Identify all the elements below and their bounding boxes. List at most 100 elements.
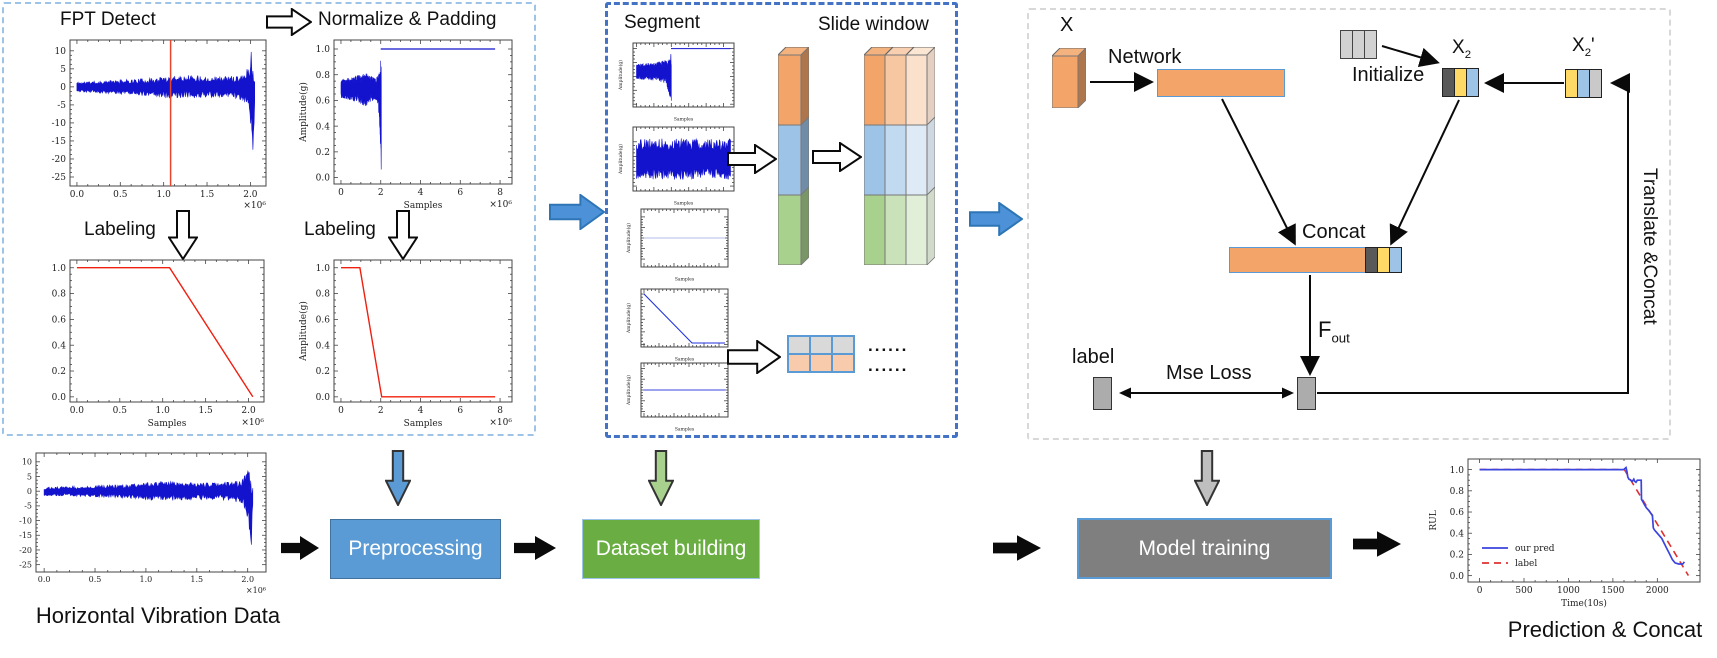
- svg-text:6: 6: [457, 188, 463, 198]
- svg-text:0.8: 0.8: [316, 71, 331, 81]
- label-text: label: [1072, 346, 1115, 368]
- svg-text:1.5: 1.5: [190, 575, 203, 584]
- svg-text:0.4: 0.4: [52, 341, 67, 351]
- svg-text:6: 6: [457, 406, 463, 416]
- segment-plot-5: Amplitude(g)Samples: [624, 358, 734, 437]
- arrow-labeling-left-icon: [167, 210, 199, 261]
- svg-text:0: 0: [338, 406, 344, 416]
- svg-text:0.6: 0.6: [1450, 508, 1465, 518]
- horizontal-vibration-title: Horizontal Vibration Data: [35, 603, 281, 628]
- arrow-preprocessing-to-dataset-icon: [514, 533, 556, 563]
- svg-text:-15: -15: [52, 137, 67, 147]
- preprocessing-box: Preprocessing: [330, 519, 501, 579]
- sample-grid: [787, 335, 855, 373]
- vector-cell: [1466, 68, 1479, 97]
- svg-text:×10⁶: ×10⁶: [241, 418, 264, 428]
- svg-text:×10⁶: ×10⁶: [246, 586, 266, 595]
- svg-text:2.0: 2.0: [241, 406, 256, 416]
- svg-text:0.0: 0.0: [316, 174, 331, 184]
- svg-text:1.5: 1.5: [198, 406, 213, 416]
- x2-vector: [1442, 68, 1479, 97]
- svg-text:0.0: 0.0: [70, 406, 85, 416]
- svg-text:label: label: [1515, 559, 1537, 569]
- grid-cell: [809, 353, 833, 373]
- svg-text:0.5: 0.5: [113, 190, 128, 200]
- svg-text:0.4: 0.4: [316, 341, 331, 351]
- arrow-labeling-right-icon: [387, 210, 419, 261]
- arrow-dataset-to-model-icon: [969, 201, 1024, 237]
- network-output-bar: [1157, 69, 1285, 97]
- svg-text:2.0: 2.0: [243, 190, 258, 200]
- svg-text:1000: 1000: [1557, 586, 1580, 596]
- arrow-column-to-slide-icon: [812, 141, 863, 173]
- segment-stack-column: [776, 46, 811, 270]
- svg-text:0.0: 0.0: [70, 190, 85, 200]
- prediction-concat-title: Prediction & Concat: [1507, 617, 1703, 642]
- svg-text:Samples: Samples: [148, 419, 187, 429]
- svg-text:Samples: Samples: [675, 357, 695, 363]
- svg-text:Samples: Samples: [404, 201, 443, 211]
- grid-cell: [787, 335, 811, 355]
- svg-text:0.2: 0.2: [316, 367, 330, 377]
- translate-concat-label: Translate &Concat: [1639, 168, 1660, 325]
- svg-text:4: 4: [418, 406, 424, 416]
- svg-text:0.6: 0.6: [316, 97, 331, 107]
- svg-text:0.2: 0.2: [52, 367, 66, 377]
- svg-text:×10⁶: ×10⁶: [489, 418, 512, 428]
- ellipsis-row-2: ......: [868, 356, 909, 375]
- svg-text:1.0: 1.0: [156, 190, 171, 200]
- svg-text:8: 8: [497, 188, 503, 198]
- svg-text:Amplitude(g): Amplitude(g): [298, 82, 309, 143]
- arrow-fpt-to-normalize-icon: [266, 7, 313, 37]
- preprocessing-panel: [2, 2, 536, 436]
- svg-text:5: 5: [27, 472, 32, 481]
- svg-text:0: 0: [1477, 586, 1483, 596]
- svg-text:-5: -5: [57, 101, 66, 111]
- grid-cell: [809, 335, 833, 355]
- svg-text:0.0: 0.0: [1450, 572, 1465, 582]
- svg-text:10: 10: [22, 458, 32, 467]
- svg-text:1.0: 1.0: [1450, 466, 1465, 476]
- svg-text:×10⁶: ×10⁶: [243, 201, 266, 211]
- svg-text:2: 2: [378, 188, 384, 198]
- x2-label: X2: [1452, 37, 1472, 61]
- concat-main-block: [1229, 247, 1366, 273]
- ellipsis-row-1: ......: [868, 336, 909, 355]
- model-training-box-label: Model training: [1138, 536, 1271, 560]
- fpt-detect-title: FPT Detect: [60, 9, 156, 30]
- arrow-panel-to-training-icon: [1193, 450, 1221, 508]
- normalize-padding-title: Normalize & Padding: [318, 9, 497, 30]
- svg-text:-25: -25: [19, 560, 32, 569]
- svg-text:0.5: 0.5: [89, 575, 102, 584]
- labeling-title-left: Labeling: [84, 219, 156, 240]
- svg-text:Amplitude(g): Amplitude(g): [625, 303, 632, 334]
- arrow-hv-to-preprocessing-icon: [281, 533, 319, 563]
- segment-title: Segment: [624, 12, 701, 33]
- concat-label: Concat: [1302, 221, 1366, 243]
- svg-text:8: 8: [497, 406, 503, 416]
- svg-text:0.8: 0.8: [1450, 487, 1465, 497]
- svg-text:1.0: 1.0: [140, 575, 153, 584]
- svg-text:0.0: 0.0: [316, 393, 331, 403]
- initialize-label: Initialize: [1352, 64, 1425, 86]
- svg-text:RUL: RUL: [1429, 510, 1439, 530]
- arrow-preprocess-to-dataset-icon: [549, 193, 606, 231]
- svg-text:Samples: Samples: [675, 277, 695, 283]
- svg-text:0.6: 0.6: [52, 316, 67, 326]
- svg-text:Samples: Samples: [404, 419, 443, 429]
- vector-cell: [1389, 247, 1402, 273]
- arrow-plots-to-grid-icon: [727, 339, 782, 375]
- dataset-building-box-label: Dataset building: [595, 537, 747, 560]
- svg-text:Samples: Samples: [674, 117, 694, 123]
- svg-text:-25: -25: [52, 173, 67, 183]
- x2-prime-vector: [1565, 69, 1602, 98]
- svg-text:0.2: 0.2: [1450, 551, 1464, 561]
- segment-plot-4: Amplitude(g) Samples: [624, 284, 734, 367]
- x-input-block: [1050, 47, 1088, 113]
- arrow-plots-to-column-icon: [727, 143, 778, 175]
- svg-text:0: 0: [338, 188, 344, 198]
